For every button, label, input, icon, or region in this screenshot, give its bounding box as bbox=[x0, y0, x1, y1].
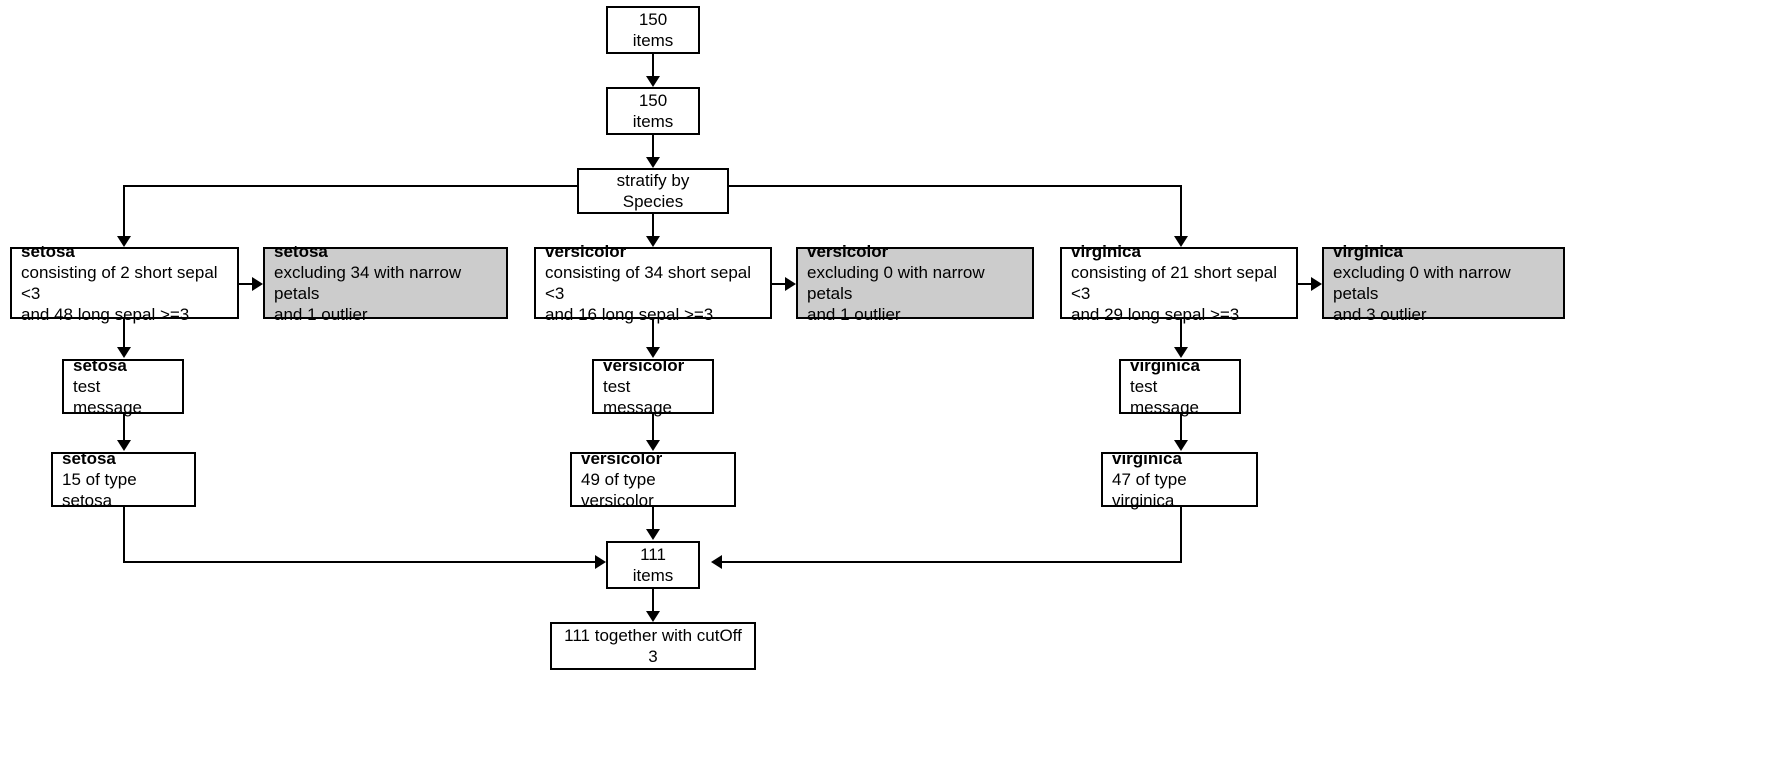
node-setosa-main-body: consisting of 2 short sepal <3 and 48 lo… bbox=[21, 263, 218, 324]
connector-second-to-stratify bbox=[652, 135, 654, 157]
node-total-top-label: 150 items bbox=[632, 10, 674, 50]
node-setosa-main[interactable]: setosa consisting of 2 short sepal <3 an… bbox=[10, 242, 239, 324]
node-setosa-test[interactable]: setosa test message bbox=[62, 356, 184, 417]
connector-total-top-to-second bbox=[652, 54, 654, 76]
node-final-items-label: 111 items bbox=[632, 545, 674, 585]
connector-setosa-count-drop bbox=[123, 507, 125, 563]
node-setosa-excluded[interactable]: setosa excluding 34 with narrow petals a… bbox=[263, 242, 508, 324]
arrowhead-to-virginica-main bbox=[1174, 236, 1188, 247]
arrowhead-to-versicolor-test bbox=[646, 347, 660, 358]
connector-stratify-drop-versicolor bbox=[652, 214, 654, 236]
connector-merge-left bbox=[123, 561, 595, 563]
arrowhead-to-versicolor-excluded bbox=[785, 277, 796, 291]
node-versicolor-excluded-header: versicolor bbox=[807, 242, 889, 261]
connector-virginica-test-to-count bbox=[1180, 414, 1182, 440]
node-virginica-test-header: virginica bbox=[1130, 356, 1200, 375]
node-setosa-count-body: 15 of type setosa bbox=[62, 470, 137, 510]
node-final-cutoff[interactable]: 111 together with cutOff 3 bbox=[550, 622, 756, 670]
node-versicolor-main-body: consisting of 34 short sepal <3 and 16 l… bbox=[545, 263, 752, 324]
connector-versicolor-test-to-count bbox=[652, 414, 654, 440]
node-versicolor-test-header: versicolor bbox=[603, 356, 685, 375]
arrowhead-to-total-second bbox=[646, 76, 660, 87]
node-virginica-count-header: virginica bbox=[1112, 449, 1182, 468]
node-total-second-label: 150 items bbox=[632, 91, 674, 131]
node-versicolor-main[interactable]: versicolor consisting of 34 short sepal … bbox=[534, 242, 772, 324]
arrowhead-to-virginica-count bbox=[1174, 440, 1188, 451]
connector-stratify-bus-right bbox=[729, 185, 1182, 187]
node-virginica-test-body: test message bbox=[1130, 377, 1199, 417]
arrowhead-to-setosa-excluded bbox=[252, 277, 263, 291]
node-setosa-main-header: setosa bbox=[21, 242, 75, 261]
node-versicolor-test-body: test message bbox=[603, 377, 672, 417]
connector-merge-right bbox=[722, 561, 1182, 563]
node-total-second[interactable]: 150 items bbox=[606, 87, 700, 135]
arrowhead-to-virginica-test bbox=[1174, 347, 1188, 358]
connector-virginica-main-to-test bbox=[1180, 319, 1182, 347]
node-stratify-label: stratify by Species bbox=[616, 171, 690, 211]
node-versicolor-count-header: versicolor bbox=[581, 449, 663, 468]
connector-stratify-bus-left bbox=[123, 185, 579, 187]
connector-setosa-main-to-test bbox=[123, 319, 125, 347]
arrowhead-merge-right-to-final bbox=[711, 555, 722, 569]
node-setosa-excluded-header: setosa bbox=[274, 242, 328, 261]
node-final-items[interactable]: 111 items bbox=[606, 541, 700, 589]
node-total-top[interactable]: 150 items bbox=[606, 6, 700, 54]
arrowhead-to-versicolor-main bbox=[646, 236, 660, 247]
node-virginica-count[interactable]: virginica 47 of type virginica bbox=[1101, 449, 1258, 510]
node-setosa-excluded-body: excluding 34 with narrow petals and 1 ou… bbox=[274, 263, 462, 324]
arrowhead-to-setosa-test bbox=[117, 347, 131, 358]
connector-stratify-drop-virginica bbox=[1180, 185, 1182, 236]
node-virginica-main-body: consisting of 21 short sepal <3 and 29 l… bbox=[1071, 263, 1278, 324]
arrowhead-to-virginica-excluded bbox=[1311, 277, 1322, 291]
node-versicolor-main-header: versicolor bbox=[545, 242, 627, 261]
node-versicolor-count-body: 49 of type versicolor bbox=[581, 470, 656, 510]
connector-setosa-to-excluded bbox=[239, 283, 252, 285]
connector-virginica-to-excluded bbox=[1298, 283, 1311, 285]
arrowhead-to-setosa-main bbox=[117, 236, 131, 247]
connector-versicolor-to-excluded bbox=[772, 283, 785, 285]
node-virginica-main-header: virginica bbox=[1071, 242, 1141, 261]
node-versicolor-count[interactable]: versicolor 49 of type versicolor bbox=[570, 449, 736, 510]
node-virginica-excluded-body: excluding 0 with narrow petals and 3 out… bbox=[1333, 263, 1511, 324]
connector-versicolor-count-to-final bbox=[652, 507, 654, 529]
connector-versicolor-main-to-test bbox=[652, 319, 654, 347]
node-virginica-main[interactable]: virginica consisting of 21 short sepal <… bbox=[1060, 242, 1298, 324]
arrowhead-to-versicolor-count bbox=[646, 440, 660, 451]
node-setosa-count-header: setosa bbox=[62, 449, 116, 468]
node-versicolor-excluded-body: excluding 0 with narrow petals and 1 out… bbox=[807, 263, 985, 324]
node-setosa-count[interactable]: setosa 15 of type setosa bbox=[51, 449, 196, 510]
node-versicolor-excluded[interactable]: versicolor excluding 0 with narrow petal… bbox=[796, 242, 1034, 324]
arrowhead-to-final-cutoff bbox=[646, 611, 660, 622]
node-versicolor-test[interactable]: versicolor test message bbox=[592, 356, 714, 417]
connector-final-to-cutoff bbox=[652, 589, 654, 611]
node-virginica-test[interactable]: virginica test message bbox=[1119, 356, 1241, 417]
arrowhead-to-stratify bbox=[646, 157, 660, 168]
node-virginica-count-body: 47 of type virginica bbox=[1112, 470, 1187, 510]
arrowhead-to-final-items bbox=[646, 529, 660, 540]
connector-setosa-test-to-count bbox=[123, 414, 125, 440]
node-stratify[interactable]: stratify by Species bbox=[577, 168, 729, 214]
arrowhead-to-setosa-count bbox=[117, 440, 131, 451]
connector-stratify-drop-setosa bbox=[123, 185, 125, 236]
connector-virginica-count-drop bbox=[1180, 507, 1182, 563]
arrowhead-merge-left-to-final bbox=[595, 555, 606, 569]
node-setosa-test-body: test message bbox=[73, 377, 142, 417]
node-final-cutoff-label: 111 together with cutOff 3 bbox=[564, 626, 742, 666]
node-virginica-excluded[interactable]: virginica excluding 0 with narrow petals… bbox=[1322, 242, 1565, 324]
node-setosa-test-header: setosa bbox=[73, 356, 127, 375]
node-virginica-excluded-header: virginica bbox=[1333, 242, 1403, 261]
